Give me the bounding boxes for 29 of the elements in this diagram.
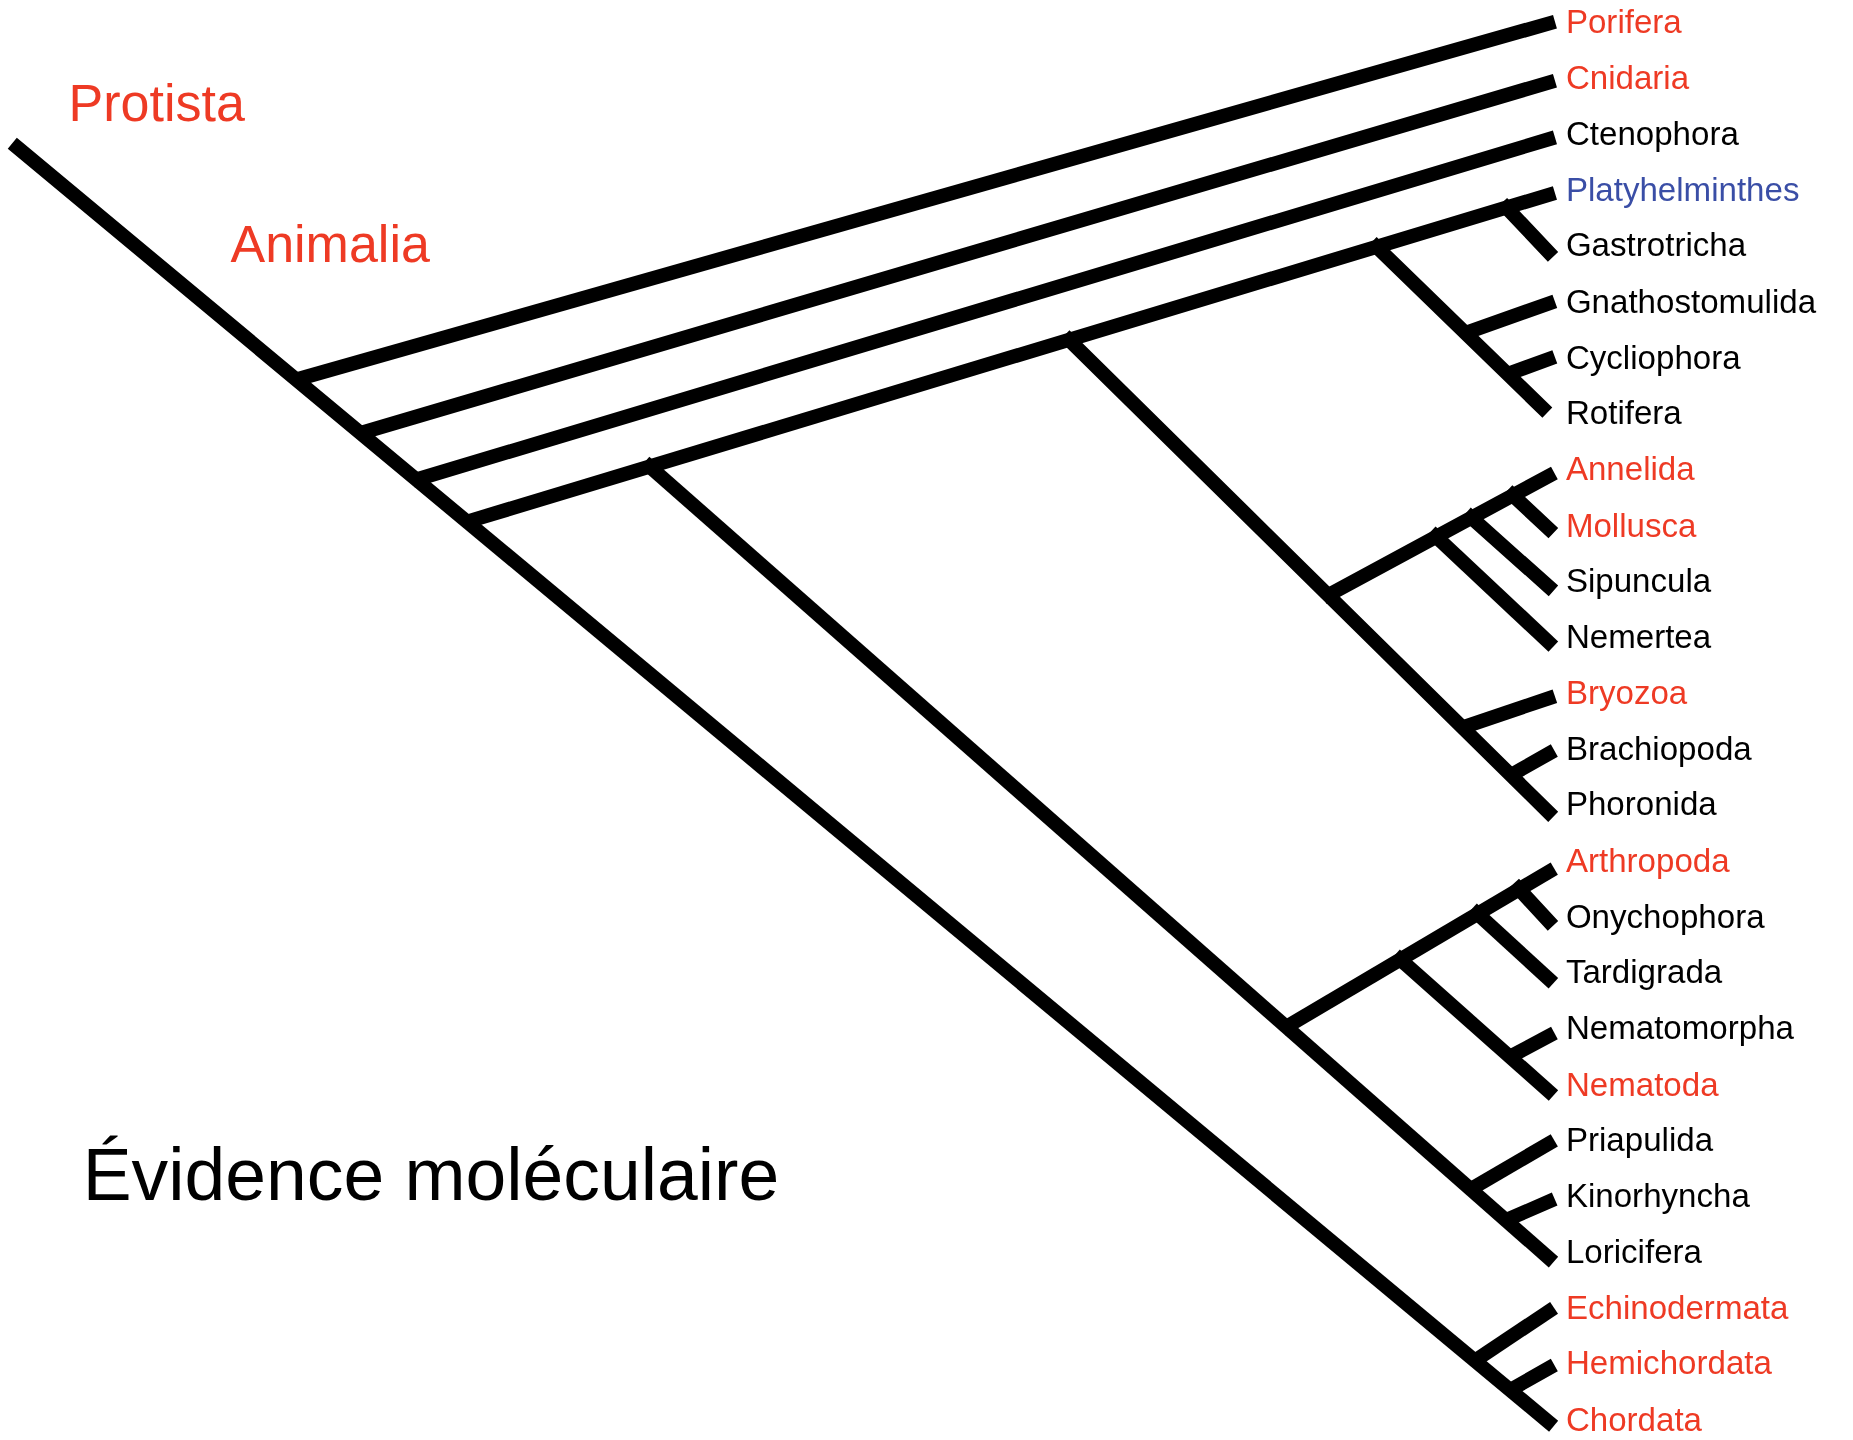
taxon-label: Arthropoda [1565, 842, 1730, 881]
title: Évidence moléculaire [82, 1132, 780, 1217]
taxon-label: Onychophora [1565, 897, 1765, 936]
taxon-label: Gastrotricha [1565, 227, 1747, 266]
taxon-label: Hemichordata [1565, 1345, 1772, 1384]
taxon-label: Tardigrada [1565, 953, 1723, 992]
group-label: Protista [68, 73, 245, 134]
taxon-label: Echinodermata [1565, 1289, 1789, 1328]
taxon-label: Priapulida [1565, 1121, 1714, 1160]
taxon-label: Phoronida [1565, 786, 1717, 825]
taxon-label: Cycliophora [1565, 338, 1741, 377]
taxon-label: Rotifera [1565, 394, 1682, 433]
taxon-label: Cnidaria [1565, 59, 1690, 98]
taxon-label: Loricifera [1565, 1233, 1702, 1272]
taxon-label: Brachiopoda [1565, 730, 1752, 769]
taxon-label: Chordata [1565, 1401, 1702, 1440]
taxon-label: Mollusca [1565, 506, 1697, 545]
taxon-label: Ctenophora [1565, 115, 1739, 154]
taxon-label: Gnathostomulida [1565, 283, 1817, 322]
taxon-label: Nematoda [1565, 1065, 1719, 1104]
group-label: Animalia [230, 215, 430, 275]
taxon-label: Bryozoa [1565, 674, 1688, 713]
taxon-label: Platyhelminthes [1565, 171, 1800, 210]
taxon-label: Sipuncula [1565, 562, 1712, 601]
taxon-label: Nemertea [1565, 618, 1712, 657]
taxon-label: Nematomorpha [1565, 1009, 1794, 1048]
taxon-label: Porifera [1565, 3, 1682, 42]
taxon-label: Kinorhyncha [1565, 1177, 1750, 1216]
taxon-label: Annelida [1565, 450, 1695, 489]
